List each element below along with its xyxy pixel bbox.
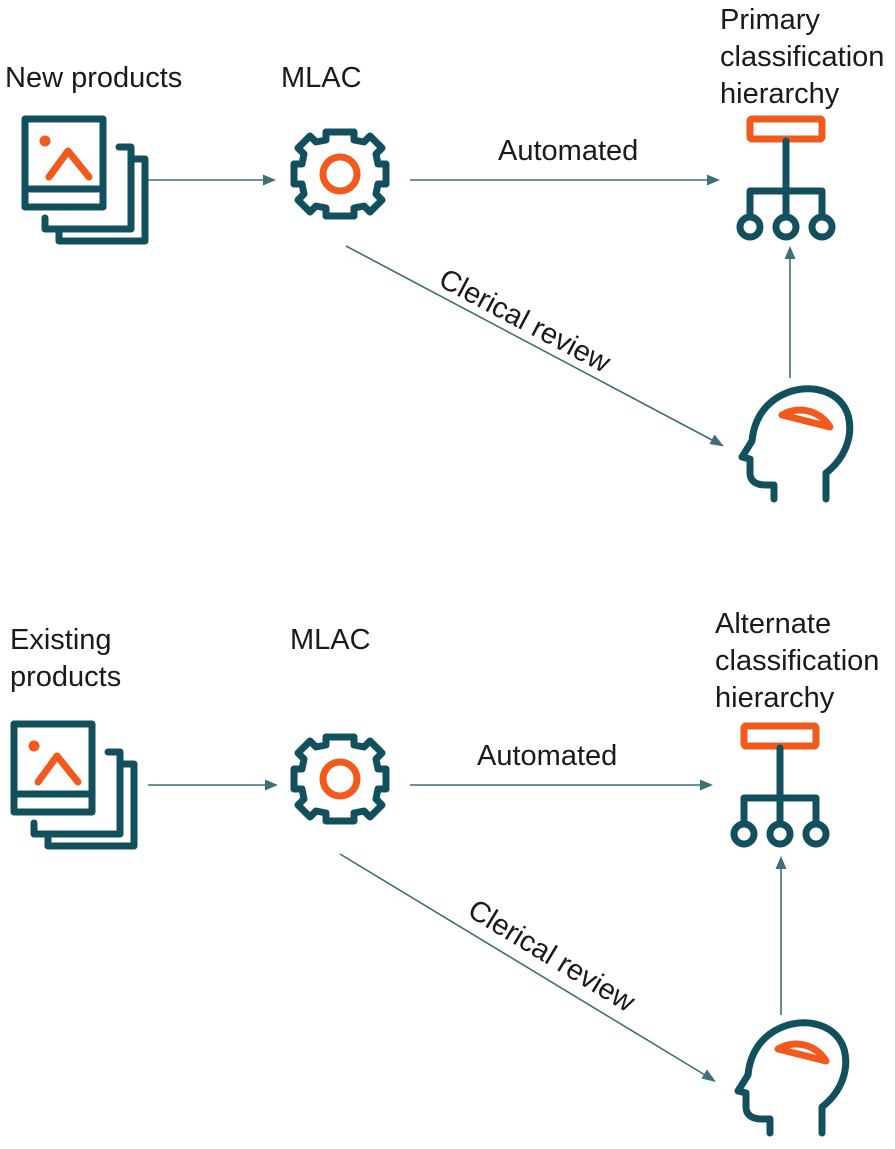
gear-icon bbox=[294, 132, 386, 216]
hierarchy-icon bbox=[734, 726, 826, 844]
image-stack-icon bbox=[25, 119, 145, 241]
gear-icon bbox=[294, 737, 386, 821]
top-target-label: Primary classification hierarchy bbox=[720, 4, 892, 110]
arrow-automated bbox=[410, 174, 720, 186]
top-target-label-line: classification bbox=[720, 41, 884, 73]
bottom-target-label-line: hierarchy bbox=[715, 682, 835, 714]
arrow-clerical-review bbox=[339, 853, 716, 1082]
bottom-source-label-line: products bbox=[10, 661, 121, 693]
top-target-label-line: hierarchy bbox=[720, 78, 840, 110]
bottom-target-label: Alternate classification hierarchy bbox=[715, 608, 887, 714]
top-engine-label: MLAC bbox=[281, 62, 362, 94]
hierarchy-icon bbox=[740, 119, 832, 237]
bottom-target-label-line: Alternate bbox=[715, 608, 831, 640]
bottom-section: Existing products MLAC Alternate classif… bbox=[10, 608, 887, 1133]
arrow-review-to-hierarchy bbox=[784, 246, 796, 378]
top-review-label: Clerical review bbox=[434, 263, 617, 380]
top-source-label-line: New products bbox=[5, 62, 182, 94]
bottom-review-label: Clerical review bbox=[462, 894, 641, 1020]
arrow-automated bbox=[410, 779, 713, 791]
bottom-source-label-line: Existing bbox=[10, 624, 112, 656]
top-automated-label: Automated bbox=[498, 135, 638, 167]
arrow-review-to-hierarchy bbox=[775, 856, 787, 1015]
image-stack-icon bbox=[14, 724, 134, 846]
arrow-products-to-mlac bbox=[148, 779, 278, 791]
bottom-target-label-line: classification bbox=[715, 645, 879, 677]
bottom-source-label: Existing products bbox=[10, 624, 121, 693]
human-head-icon bbox=[738, 1023, 846, 1133]
arrow-products-to-mlac bbox=[148, 174, 276, 186]
top-source-label: New products bbox=[5, 62, 182, 94]
bottom-automated-label: Automated bbox=[477, 740, 617, 772]
top-target-label-line: Primary bbox=[720, 4, 820, 36]
arrow-clerical-review bbox=[345, 245, 724, 447]
top-section: New products MLAC Primary classification… bbox=[5, 4, 892, 499]
bottom-engine-label: MLAC bbox=[290, 624, 371, 656]
human-head-icon bbox=[742, 389, 850, 499]
